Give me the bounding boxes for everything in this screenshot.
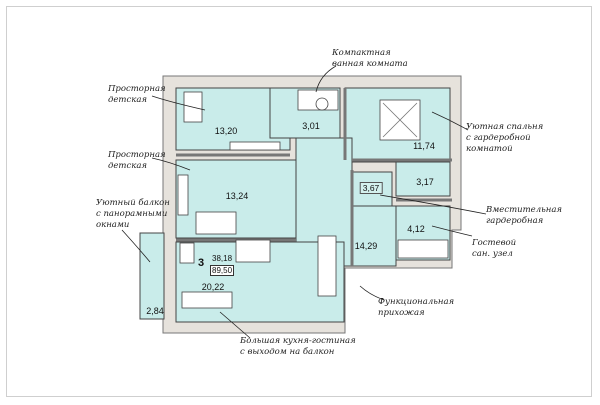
callout-hall: Функциональная прихожая (378, 297, 455, 318)
inner-walls (176, 88, 452, 266)
area-hall: 14,29 (354, 241, 378, 251)
page-frame (6, 6, 592, 397)
room-corridor (351, 205, 397, 267)
room-count: 3 (198, 257, 205, 269)
area-closet: 3,17 (416, 177, 434, 187)
tv-table (179, 242, 195, 264)
area-kitchen: 20,22 (201, 282, 225, 292)
callout-walkin: Вместительная гардеробная (486, 205, 563, 226)
kitchen-counter (317, 235, 337, 297)
desk-kids2 (177, 174, 189, 216)
dining-table (235, 239, 271, 263)
sink-bath (315, 97, 329, 111)
area-balcony: 2,84 (146, 306, 164, 316)
living-area: 38,18 (212, 254, 233, 263)
callout-kids1: Просторная детская (108, 84, 166, 105)
bed-kids2 (195, 211, 237, 235)
callout-bathroom: Компактная ванная комната (332, 48, 408, 69)
furniture (177, 89, 449, 309)
area-walkin: 3,67 (359, 182, 383, 194)
callout-guest-wc: Гостевой сан. узел (472, 238, 517, 259)
area-kids1: 13,20 (214, 126, 238, 136)
area-bedroom: 11,74 (413, 141, 435, 151)
callout-kitchen: Большая кухня-гостиная с выходом на балк… (240, 336, 356, 357)
area-bath: 3,01 (302, 121, 320, 131)
callout-leaders (121, 65, 487, 339)
callout-balcony: Уютный балкон с панорамными окнами (96, 198, 170, 230)
sofa (181, 291, 233, 309)
room-walkin (351, 171, 393, 207)
total-area: 89,50 (210, 265, 235, 276)
room-closet (395, 161, 451, 197)
area-wc: 4,12 (407, 224, 425, 234)
room-balcony (139, 232, 165, 320)
apartment-summary: 3 38,18 89,50 (196, 253, 240, 277)
area-kids2: 13,24 (225, 191, 249, 201)
callout-kids2: Просторная детская (108, 150, 166, 171)
bathtub-wc (397, 239, 449, 259)
callout-bedroom: Уютная спальня с гардеробной комнатой (466, 122, 544, 154)
desk-kids1 (229, 141, 281, 151)
